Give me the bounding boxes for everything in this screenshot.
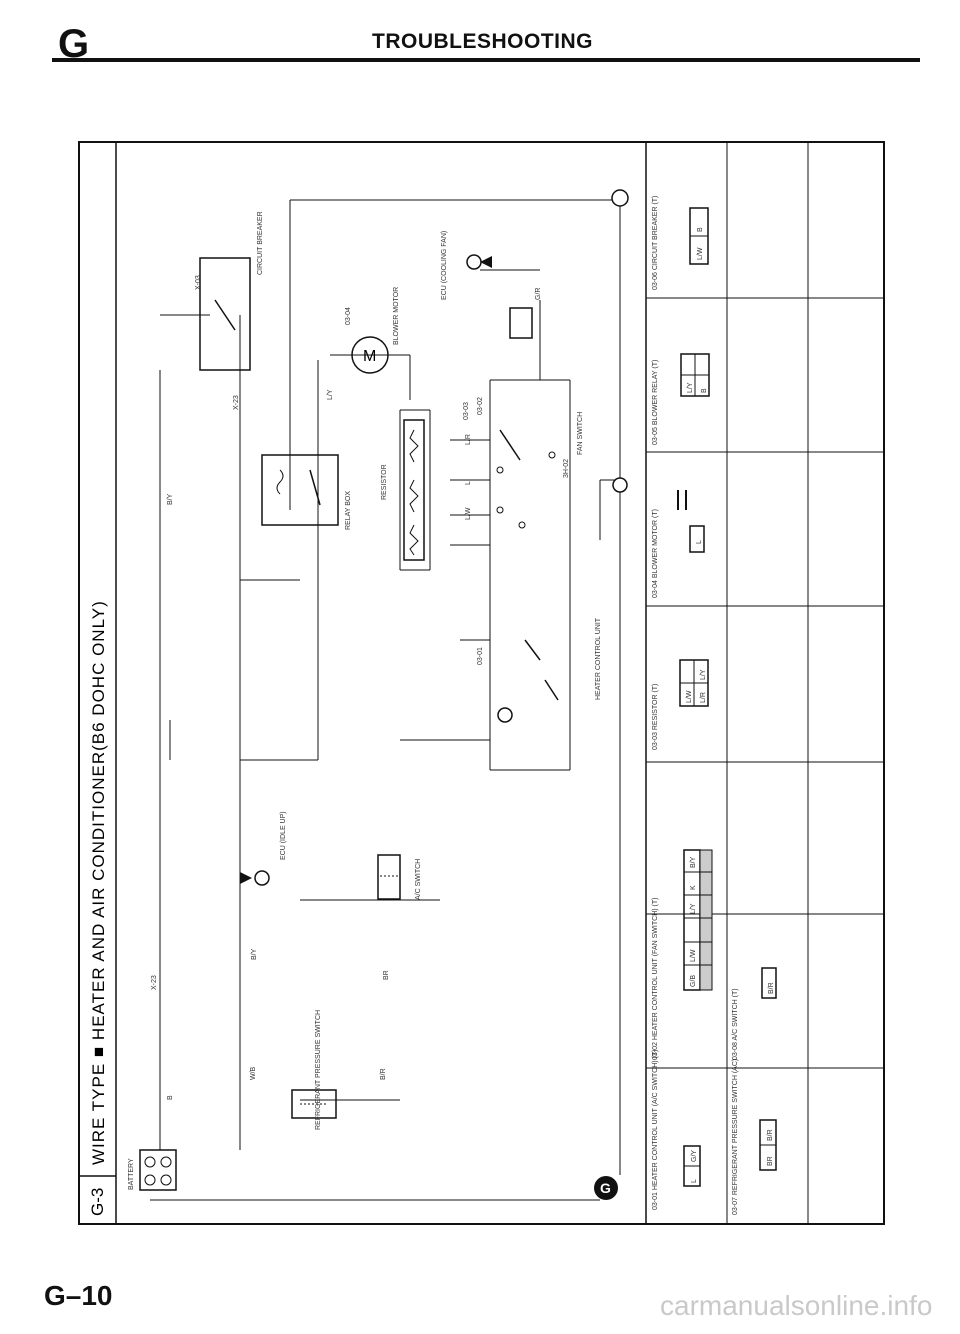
refrigerant-pressure-switch: [291, 1089, 337, 1119]
connector-03-03: L/W L/R L/Y: [679, 659, 709, 707]
table-cell-title: 03-03 RESISTOR (T): [652, 684, 659, 750]
watermark: carmanualsonline.info: [660, 1290, 933, 1321]
diagram-frame: [78, 141, 885, 1225]
connector-03-06: L/W B: [689, 207, 709, 265]
header-rule: [52, 58, 920, 62]
ecu-idle-up: [240, 870, 270, 886]
connector-label: X-23: [151, 975, 158, 990]
connector-03-01: L G/Y: [683, 1145, 701, 1187]
pin-label: L/Y: [690, 903, 697, 914]
pin-label: L/Y: [687, 382, 694, 393]
wire-label: B/Y: [251, 948, 258, 960]
pin-label: B: [697, 227, 704, 232]
pin-label: L/Y: [700, 669, 707, 680]
ecu-cooling-label: ECU (COOLING FAN): [441, 231, 448, 300]
resistor-label: RESISTOR: [381, 464, 388, 500]
blower-relay: [261, 454, 339, 526]
figure-id: G-3: [88, 1188, 107, 1216]
page-title: TROUBLESHOOTING: [372, 30, 593, 53]
blower-motor-label: BLOWER MOTOR: [393, 287, 400, 345]
table-cell-title: 03-06 CIRCUIT BREAKER (T): [652, 196, 659, 290]
diagram-title: WIRE TYPE ■ HEATER AND AIR CONDITIONER(B…: [89, 600, 108, 1165]
wire-label: L/Y: [327, 389, 334, 400]
wire-label: B/Y: [167, 493, 174, 505]
connector-03-04: L: [677, 490, 705, 553]
connector-label: 03-01: [477, 647, 484, 665]
pin-label: L/W: [690, 949, 697, 962]
pin-label: L/W: [686, 690, 693, 703]
pin-label: L: [691, 1179, 698, 1183]
ecu-label: ECU (IDLE UP): [280, 811, 287, 860]
connector-label: 03-04: [345, 307, 352, 325]
resistor: [403, 419, 425, 561]
connector-03-08: B/R: [761, 967, 777, 999]
junction-markers: [611, 189, 629, 493]
circuit-breaker-label: CIRCUIT BREAKER: [257, 211, 264, 275]
wire-label: L/W: [465, 507, 472, 520]
table-cell-title: 03-08 A/C SWITCH (T): [732, 988, 739, 1060]
connector-03-02: G/B L/W L/Y K B/Y: [683, 849, 713, 991]
wire-label: L: [465, 481, 472, 485]
motor-m-label: M: [363, 348, 376, 365]
pin-label: G/Y: [691, 1150, 698, 1162]
pin-label: B/R: [767, 1129, 774, 1141]
heater-control-switch: [199, 257, 251, 371]
pin-label: L/R: [700, 692, 707, 703]
pin-label: B: [701, 388, 708, 393]
refrigerant-switch-label: REFRIGERANT PRESSURE SWITCH: [315, 1010, 322, 1130]
pin-label: B/R: [768, 982, 775, 994]
wire-label: L/R: [465, 434, 472, 445]
pin-label: L/W: [697, 247, 704, 260]
table-cell-title: 03-01 HEATER CONTROL UNIT (A/C SWITCH) (…: [652, 1050, 659, 1211]
connector-label: X-23: [233, 395, 240, 410]
wire-label: B/R: [380, 1068, 387, 1080]
battery-label: BATTERY: [128, 1158, 135, 1190]
pin-label: BR: [767, 1156, 774, 1166]
connector-label: 3H-02: [563, 459, 570, 478]
ecu-cooling-fan: [466, 254, 492, 270]
table-cell-title: 03-07 REFRIGERANT PRESSURE SWITCH (AC): [732, 1059, 739, 1215]
blower-motor: M: [351, 336, 389, 374]
page-number: G–10: [44, 1280, 113, 1311]
wire-label: G/R: [535, 288, 542, 300]
connector-label: 03-02: [477, 397, 484, 415]
circuit-breaker: [509, 307, 533, 339]
wire-label: B: [167, 1095, 174, 1100]
connector-label: 03-03: [463, 402, 470, 420]
wire-label: W/B: [250, 1066, 257, 1080]
wire-harness: [150, 199, 621, 1201]
table-cell-title: 03-02 HEATER CONTROL UNIT (FAN SWITCH) (…: [652, 898, 659, 1060]
relay-label: RELAY BOX: [345, 491, 352, 530]
table-cell-title: 03-04 BLOWER MOTOR (T): [652, 509, 659, 598]
pin-label: L: [696, 540, 703, 544]
heater-control-label: HEATER CONTROL UNIT: [595, 617, 602, 700]
table-cell-title: 03-05 BLOWER RELAY (T): [652, 360, 659, 445]
pin-label: K: [690, 885, 697, 890]
fan-switch-label: FAN SWITCH: [577, 412, 584, 455]
pin-label: B/Y: [690, 856, 697, 868]
connector-label: X-03: [195, 275, 202, 290]
ground-marker: G: [594, 1176, 618, 1200]
pin-label: G/B: [690, 975, 697, 987]
ac-indicator: [497, 639, 559, 723]
ac-switch-label: A/C SWITCH: [415, 859, 422, 900]
ac-switch-block: [377, 854, 401, 900]
wire-label: BR: [383, 970, 390, 980]
ground-label: G: [600, 1180, 611, 1196]
battery: [139, 1149, 177, 1191]
connector-03-05: L/Y B: [680, 353, 710, 397]
fan-switch: [496, 429, 556, 529]
connector-03-07: BR B/R: [759, 1119, 777, 1171]
